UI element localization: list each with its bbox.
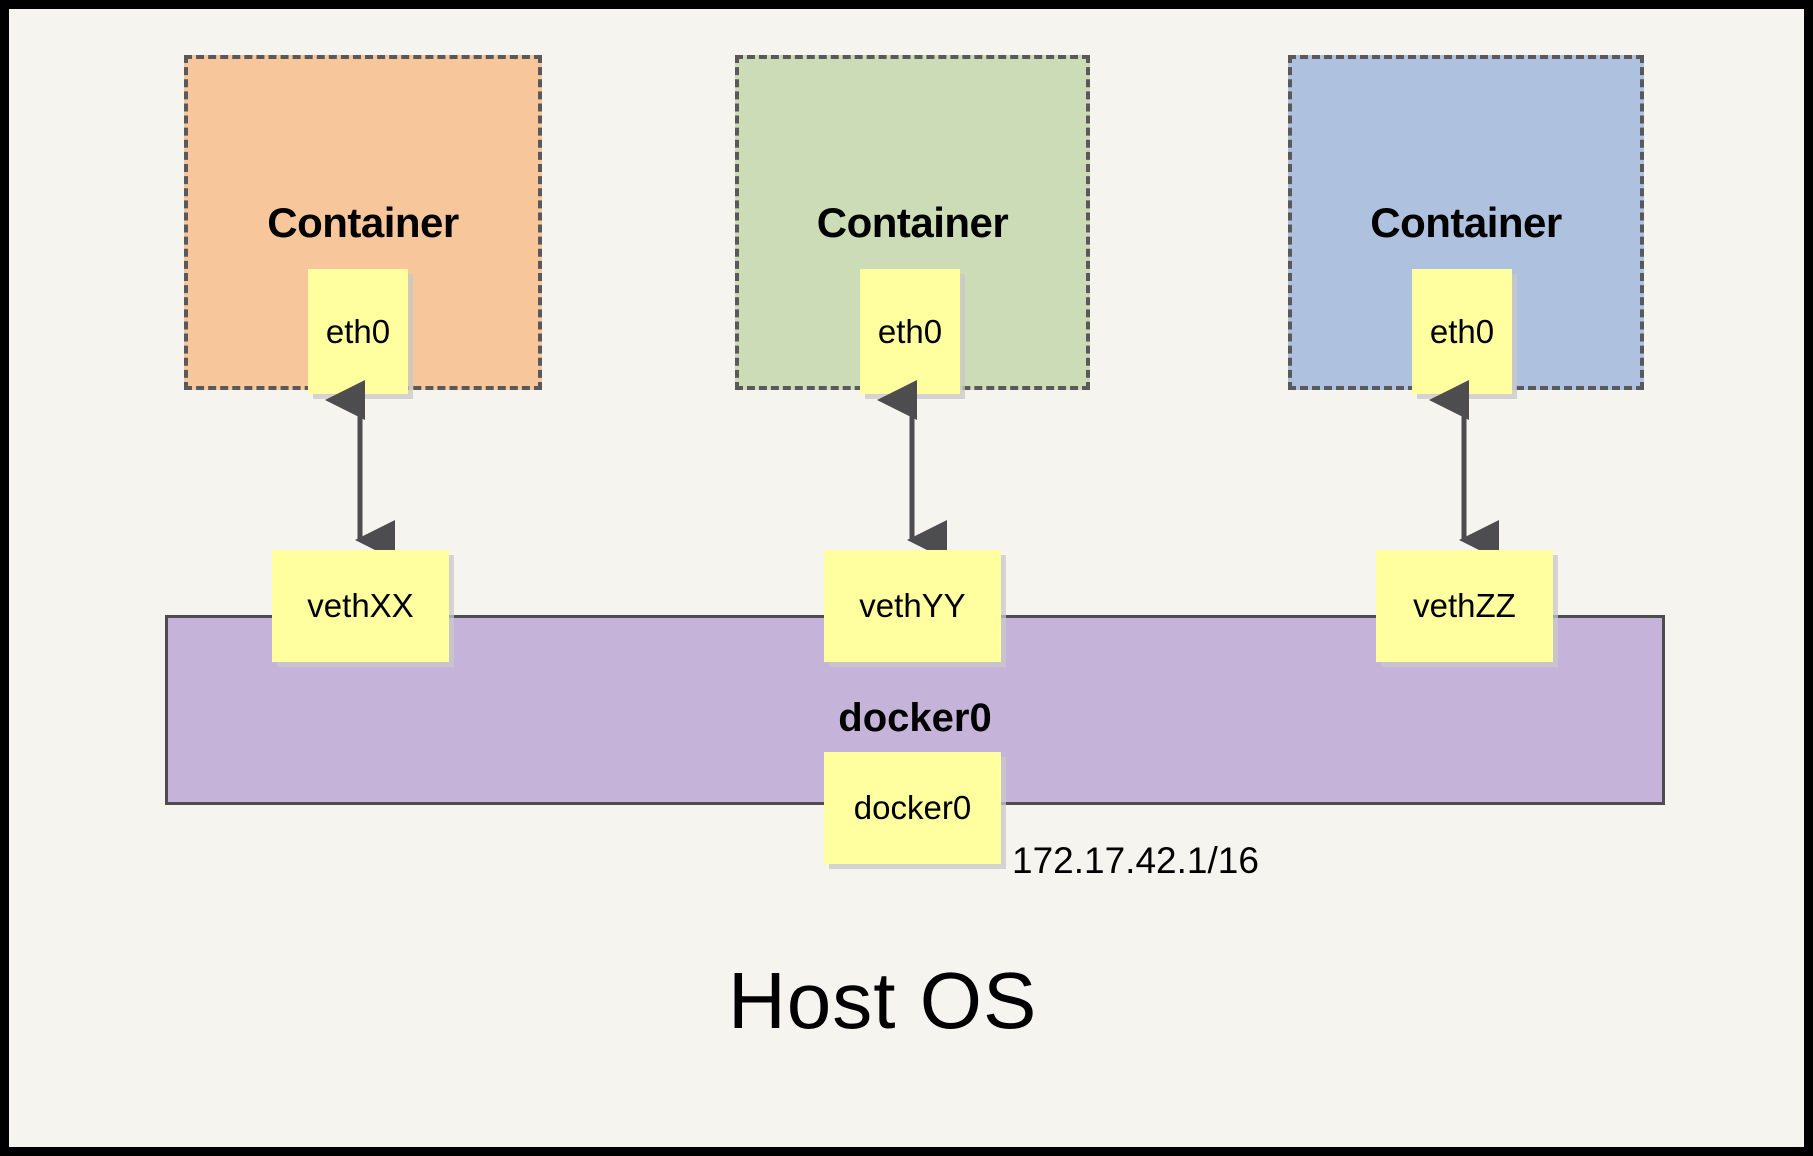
- eth0-box-2[interactable]: eth0: [860, 269, 960, 394]
- container-title-1: Container: [267, 199, 459, 246]
- veth-arrow-1: [325, 380, 395, 560]
- veth-arrow-3: [1429, 380, 1499, 560]
- veth-box-1[interactable]: vethXX: [272, 550, 449, 662]
- veth-arrow-2: [877, 380, 947, 560]
- docker0-interface-box[interactable]: docker0: [824, 752, 1001, 864]
- docker0-interface-label: docker0: [853, 789, 972, 826]
- veth-box-2[interactable]: vethYY: [824, 550, 1001, 662]
- veth-label-2: vethYY: [859, 587, 966, 624]
- eth0-label-3: eth0: [1429, 312, 1495, 350]
- veth-label-3: vethZZ: [1413, 587, 1516, 624]
- veth-label-1: vethXX: [307, 587, 414, 624]
- container-title-2: Container: [816, 199, 1009, 246]
- docker0-bridge-label: docker0: [838, 696, 992, 740]
- container-title-3: Container: [1370, 199, 1562, 246]
- docker0-ip-label: 172.17.42.1/16: [1012, 840, 1259, 881]
- eth0-label-1: eth0: [325, 312, 391, 350]
- eth0-label-2: eth0: [877, 312, 943, 350]
- veth-box-3[interactable]: vethZZ: [1376, 550, 1553, 662]
- host-os-title: Host OS: [728, 956, 1038, 1045]
- eth0-box-1[interactable]: eth0: [308, 269, 408, 394]
- eth0-box-3[interactable]: eth0: [1412, 269, 1512, 394]
